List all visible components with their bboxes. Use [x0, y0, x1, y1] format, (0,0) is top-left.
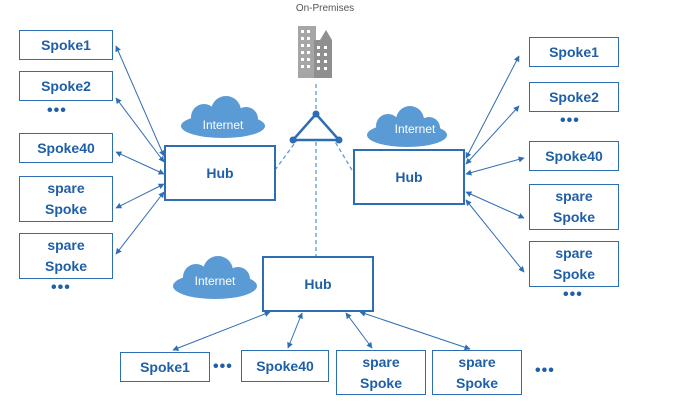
link-left-spare2 — [115, 191, 165, 255]
link-right-spoke2 — [465, 105, 520, 165]
internet-label: Internet — [202, 118, 244, 132]
link-left-spoke1 — [115, 45, 165, 157]
right-ellipsis-1: ••• — [560, 112, 580, 129]
left-ellipsis-2: ••• — [51, 279, 71, 296]
building-icon — [298, 26, 332, 78]
cloud-icon — [181, 96, 265, 138]
link-right-spoke40 — [465, 156, 525, 176]
link-left-spoke2 — [115, 97, 165, 163]
right-spoke-40[interactable]: Spoke40 — [529, 141, 619, 171]
bottom-spare-spoke-1[interactable]: spare Spoke — [336, 350, 426, 395]
bottom-ellipsis-1: ••• — [213, 358, 233, 375]
left-spare-spoke-2[interactable]: spare Spoke — [19, 233, 113, 279]
right-spoke-1[interactable]: Spoke1 — [529, 37, 619, 67]
router-icon — [289, 110, 343, 144]
hub-right[interactable]: Hub — [353, 149, 465, 205]
internet-cloud-left: Internet — [178, 96, 268, 140]
left-spoke-40[interactable]: Spoke40 — [19, 133, 113, 163]
spoke-links — [115, 45, 525, 351]
cloud-icon — [173, 256, 257, 299]
dashed-links — [274, 84, 353, 256]
on-premises-label: On-Premises — [295, 3, 355, 14]
right-spoke-2[interactable]: Spoke2 — [529, 82, 619, 112]
internet-label: Internet — [194, 274, 236, 288]
link-right-spare1 — [465, 191, 525, 219]
hub-left[interactable]: Hub — [164, 145, 276, 201]
link-left-spoke40 — [115, 151, 165, 175]
left-spoke-1[interactable]: Spoke1 — [19, 30, 113, 60]
bottom-spoke-40[interactable]: Spoke40 — [241, 350, 329, 382]
link-right-spare2 — [465, 199, 525, 273]
internet-cloud-bottom: Internet — [170, 255, 260, 301]
left-spare-spoke-1[interactable]: spare Spoke — [19, 176, 113, 222]
link-right-spoke1 — [465, 55, 520, 159]
cloud-icon — [367, 106, 447, 147]
left-spoke-2[interactable]: Spoke2 — [19, 71, 113, 101]
bottom-spoke-1[interactable]: Spoke1 — [120, 352, 210, 382]
hub-right-dashed-link — [333, 139, 353, 171]
left-ellipsis-1: ••• — [47, 102, 67, 119]
link-bottom-spare1 — [345, 312, 373, 349]
hub-bottom[interactable]: Hub — [262, 256, 374, 312]
internet-cloud-right: Internet — [364, 106, 450, 148]
link-bottom-spoke1 — [172, 311, 271, 351]
right-ellipsis-2: ••• — [563, 286, 583, 303]
right-spare-spoke-2[interactable]: spare Spoke — [529, 241, 619, 287]
link-bottom-spoke40 — [287, 312, 303, 349]
hub-left-dashed-link — [274, 139, 298, 171]
link-left-spare1 — [115, 183, 165, 209]
internet-label: Internet — [394, 122, 436, 136]
bottom-spare-spoke-2[interactable]: spare Spoke — [432, 350, 522, 395]
bottom-ellipsis-2: ••• — [535, 362, 555, 379]
right-spare-spoke-1[interactable]: spare Spoke — [529, 184, 619, 230]
link-bottom-spare2 — [359, 310, 471, 351]
